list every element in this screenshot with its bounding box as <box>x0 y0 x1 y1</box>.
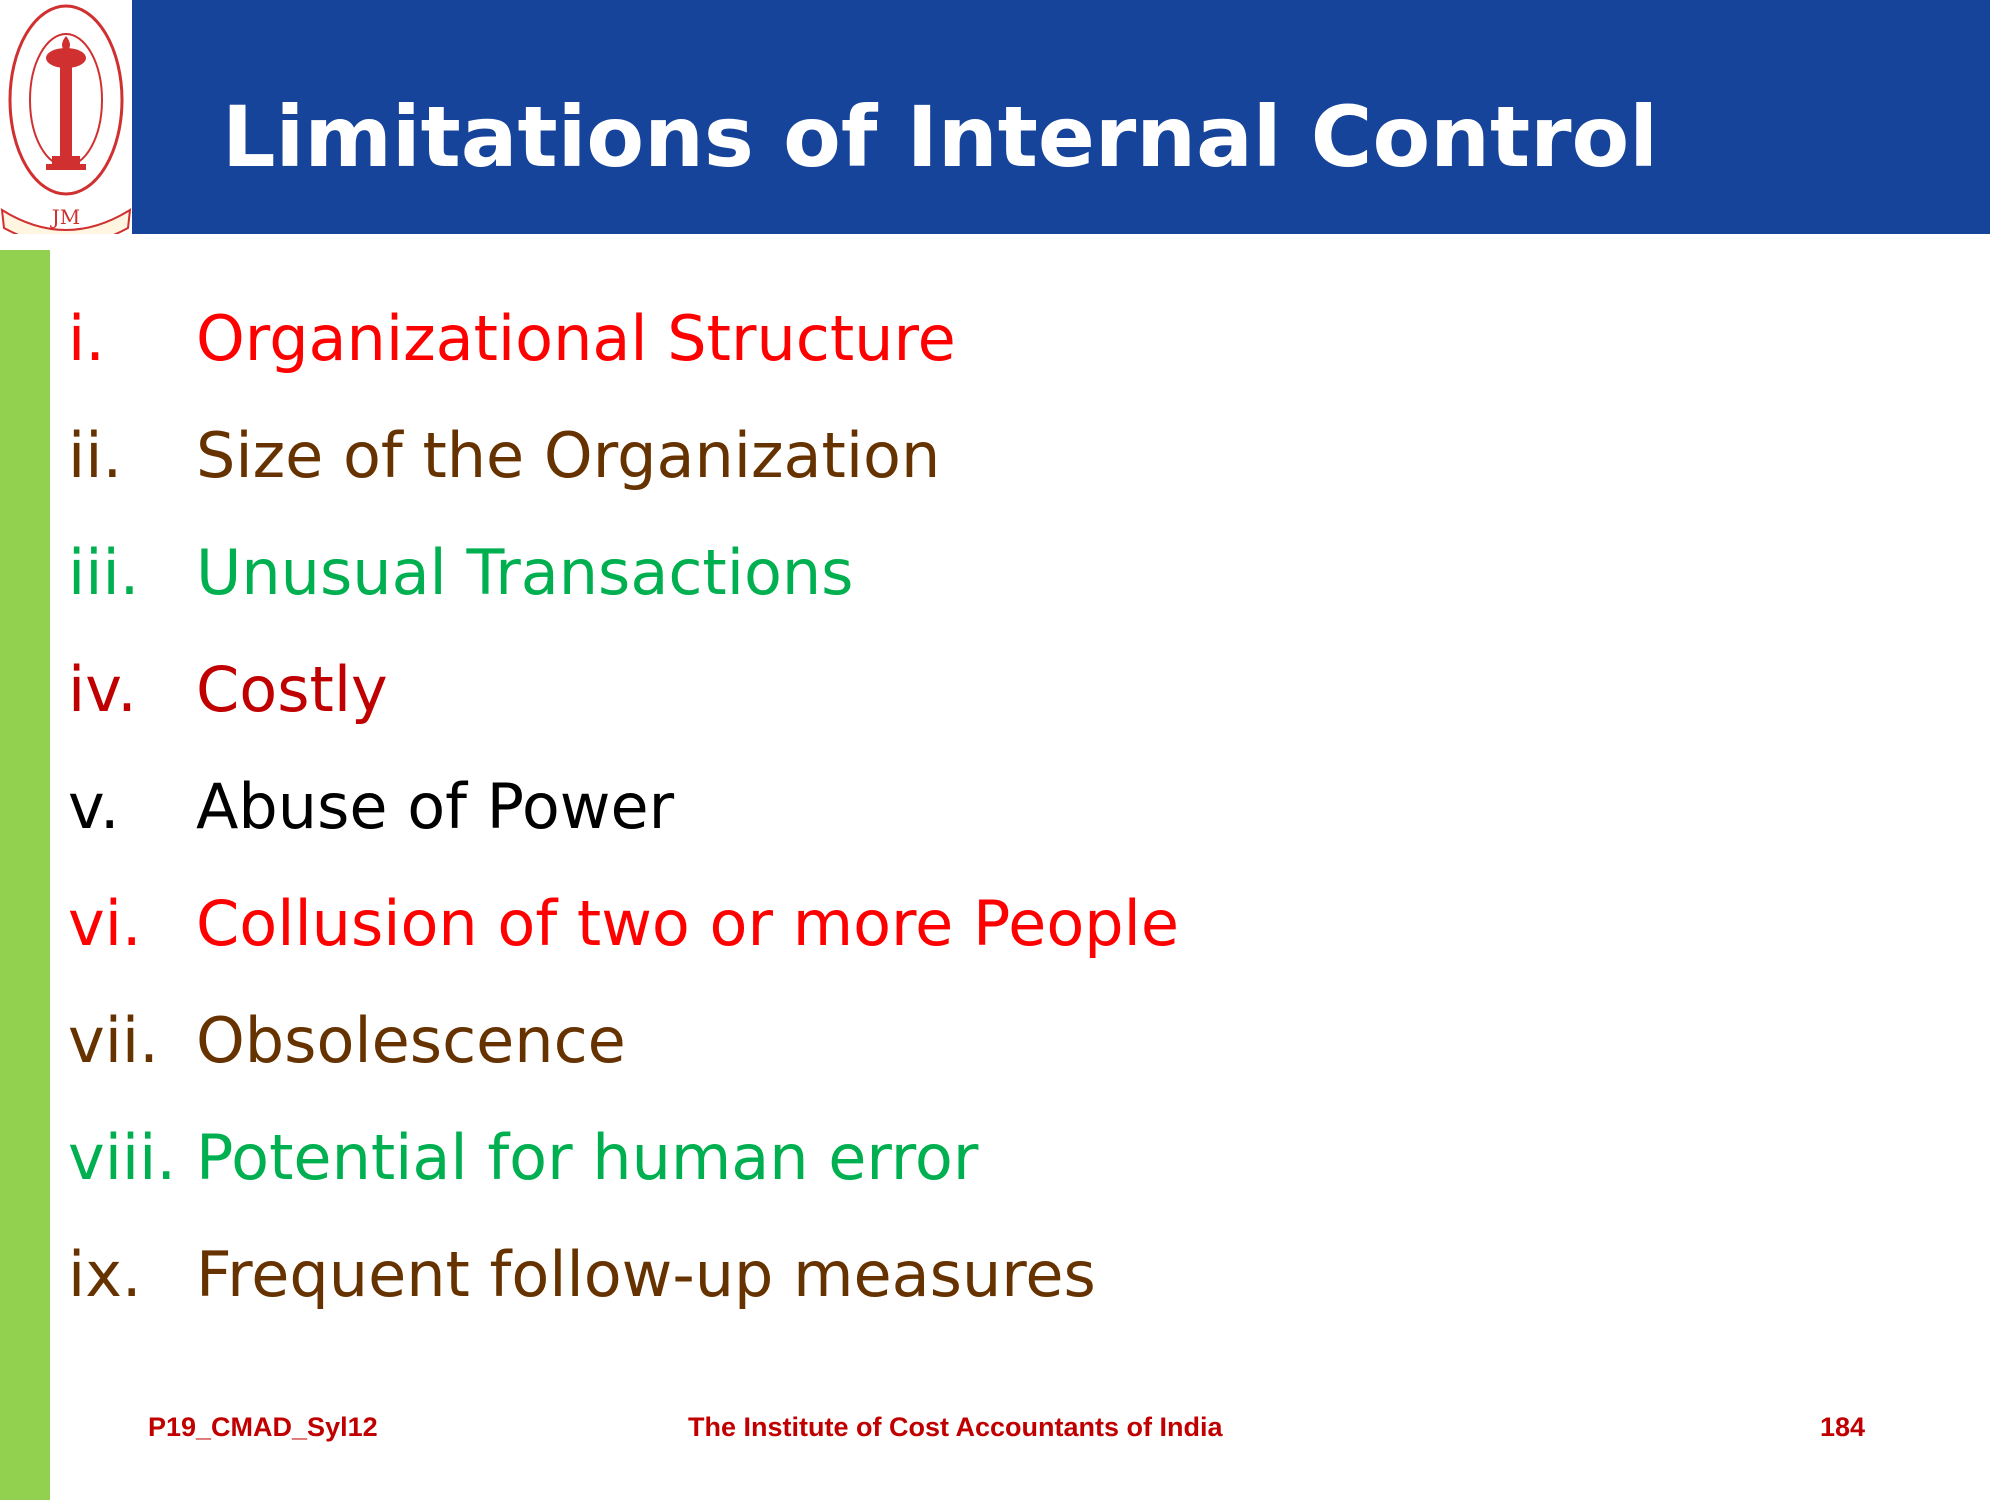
list-item: i. Organizational Structure <box>68 280 1568 397</box>
list-item-text: Obsolescence <box>196 1004 626 1077</box>
list-item-text: Size of the Organization <box>196 419 941 492</box>
list-item-text: Abuse of Power <box>196 770 675 843</box>
list-item-text: Collusion of two or more People <box>196 887 1179 960</box>
list-item-text: Organizational Structure <box>196 302 956 375</box>
footer-page-number: 184 <box>1820 1412 1866 1442</box>
title-bar: Limitations of Internal Control <box>132 0 1990 234</box>
list-item-number: ii. <box>68 419 123 492</box>
limitations-list: i. Organizational Structure ii. Size of the… <box>68 280 1568 1333</box>
footer-institute-name: The Institute of Cost Accountants of Ind… <box>688 1412 1223 1442</box>
list-item: ix. Frequent follow-up measures <box>68 1216 1568 1333</box>
list-item-text: Unusual Transactions <box>196 536 854 609</box>
list-item: vii. Obsolescence <box>68 982 1568 1099</box>
institute-emblem-icon: JM <box>0 4 132 234</box>
list-item-text: Costly <box>196 653 388 726</box>
list-item-text: Potential for human error <box>196 1121 979 1194</box>
institute-logo: JM <box>0 0 132 234</box>
list-item: ii. Size of the Organization <box>68 397 1568 514</box>
list-item: vi. Collusion of two or more People <box>68 865 1568 982</box>
list-item: iv. Costly <box>68 631 1568 748</box>
list-item-text: Frequent follow-up measures <box>196 1238 1096 1311</box>
footer-course-code: P19_CMAD_Syl12 <box>148 1412 378 1442</box>
list-item: v. Abuse of Power <box>68 748 1568 865</box>
slide-title: Limitations of Internal Control <box>222 88 1659 186</box>
list-item: iii. Unusual Transactions <box>68 514 1568 631</box>
list-item-number: i. <box>68 302 105 375</box>
list-item-number: vi. <box>68 887 142 960</box>
list-item-number: vii. <box>68 1004 159 1077</box>
list-item-number: ix. <box>68 1238 142 1311</box>
list-item-number: viii. <box>68 1121 177 1194</box>
list-item: viii. Potential for human error <box>68 1099 1568 1216</box>
list-item-number: iv. <box>68 653 137 726</box>
logo-monogram: JM <box>50 205 81 229</box>
list-item-number: iii. <box>68 536 140 609</box>
list-item-number: v. <box>68 770 120 843</box>
left-accent-stripe <box>0 250 50 1500</box>
